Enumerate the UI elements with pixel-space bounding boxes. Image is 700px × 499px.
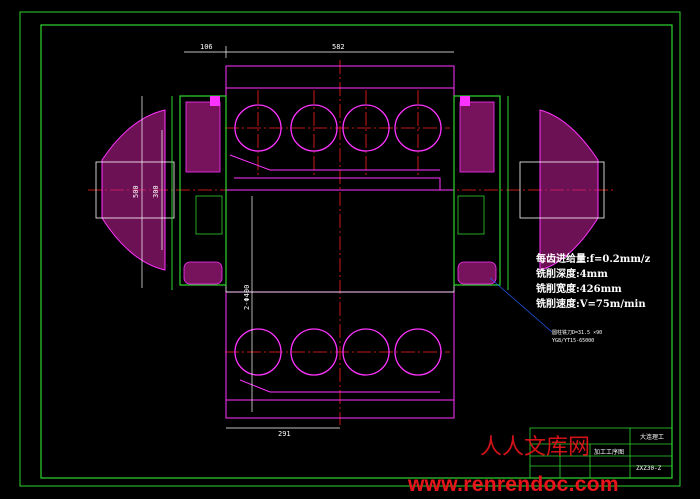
outer-border	[19, 11, 681, 487]
title-name: 加工工序图	[594, 448, 624, 456]
right-cutter-insert-bottom	[457, 261, 497, 285]
left-insert-marker	[210, 96, 220, 106]
left-cutter-insert-top	[185, 101, 221, 173]
left-spindle-hatch	[101, 109, 166, 271]
workpiece-bottom-chamfer	[239, 379, 440, 393]
dim-label-top-main: 582	[332, 43, 345, 51]
bore-holes	[234, 104, 442, 376]
left-cutter-insert-bottom	[183, 261, 223, 285]
right-spindle-hatch	[539, 109, 599, 271]
watermark: 人人文库网 www.renrendoc.com	[407, 434, 619, 496]
note-speed: 铣削速度:V=75m/min	[536, 297, 646, 310]
right-insert-marker	[460, 96, 470, 106]
left-clamp-block	[195, 195, 223, 235]
title-school: 大连理工	[640, 433, 664, 441]
callout-line-1: 圆柱铣刀D=31.5 ×90	[552, 329, 602, 336]
left-spindle-shaft	[95, 161, 175, 219]
dimension-lines	[141, 46, 553, 429]
callout-line-2: YG8/YT15-65000	[552, 338, 594, 344]
bore-hole-top-2	[290, 104, 338, 152]
dim-label-top-left: 106	[200, 43, 213, 51]
bore-hole-bottom-1	[234, 328, 282, 376]
right-cutter-insert-top	[459, 101, 495, 173]
dim-label-left-outer: 500	[132, 185, 140, 198]
workpiece-top-chamfer	[229, 154, 440, 171]
bore-hole-top-3	[342, 104, 390, 152]
drawing-frame	[19, 11, 681, 487]
cutter-callout: 圆柱铣刀D=31.5 ×90 YG8/YT15-65000	[552, 329, 602, 344]
watermark-chars: 人人文库网	[480, 434, 590, 459]
bore-hole-top-4	[394, 104, 442, 152]
callout-leader	[489, 277, 553, 333]
dim-label-vertical-mid: 2-Φ400	[243, 285, 251, 310]
right-milling-head	[453, 95, 605, 290]
dim-label-bottom: 291	[278, 430, 291, 438]
right-clamp-block	[457, 195, 485, 235]
machining-notes: 每齿进给量:f=0.2mm/z 铣削深度:4mm 铣削宽度:426mm 铣削速度…	[536, 252, 651, 310]
dimension-labels: 106 582 500 300 2-Φ400 291	[132, 43, 345, 438]
bore-hole-bottom-4	[394, 328, 442, 376]
bore-hole-top-1	[234, 104, 282, 152]
watermark-url: www.renrendoc.com	[407, 473, 619, 496]
bore-hole-bottom-3	[342, 328, 390, 376]
right-cutter-body	[453, 95, 501, 286]
title-block-frame	[529, 427, 673, 479]
dim-label-left-inner: 300	[152, 185, 160, 198]
title-block	[529, 427, 673, 479]
right-spindle-shaft	[519, 161, 605, 219]
title-block-text: 大连理工 加工工序图 ZXZ30-Z	[594, 433, 664, 472]
workpiece-top-step	[234, 177, 441, 190]
note-depth: 铣削深度:4mm	[536, 267, 608, 280]
left-milling-head	[95, 95, 227, 290]
title-number: ZXZ30-Z	[636, 465, 662, 472]
inner-border	[40, 24, 673, 479]
note-width: 铣削宽度:426mm	[536, 282, 622, 295]
note-feed: 每齿进给量:f=0.2mm/z	[536, 252, 651, 265]
bore-hole-bottom-2	[290, 328, 338, 376]
